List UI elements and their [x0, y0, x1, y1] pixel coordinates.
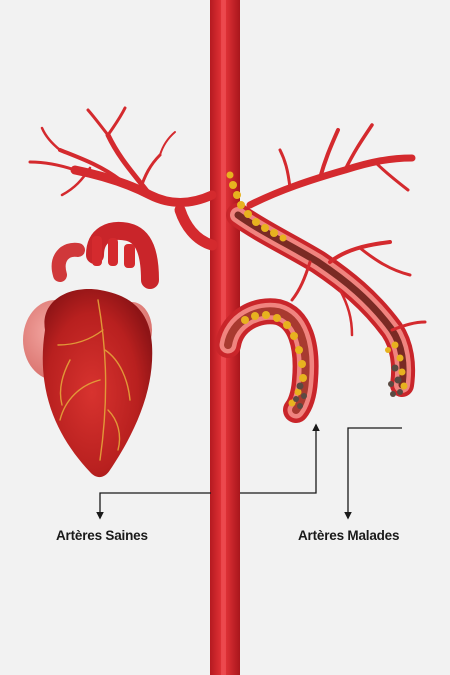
healthy-connector: [96, 492, 211, 520]
left-upper-branch: [28, 106, 217, 207]
heart-branch: [174, 204, 218, 251]
label-diseased-arteries: Artères Malades: [298, 528, 400, 543]
connectors: [96, 423, 402, 520]
clot-lower: [293, 382, 307, 409]
pulmonary-trunk: [51, 242, 85, 282]
diseased-connector: [344, 427, 402, 520]
heart-aortic-arch: [86, 222, 159, 289]
heart: [23, 222, 159, 478]
coronary-vessels: [57, 299, 131, 461]
label-healthy-arteries: Artères Saines: [56, 528, 148, 543]
ventricles: [42, 289, 153, 478]
right-upper-branch: [226, 123, 427, 397]
healthy-to-diseased-connector: [240, 423, 320, 494]
plaque-lower: [241, 311, 307, 407]
plaque-upper: [226, 171, 408, 390]
clot-upper: [388, 364, 403, 397]
